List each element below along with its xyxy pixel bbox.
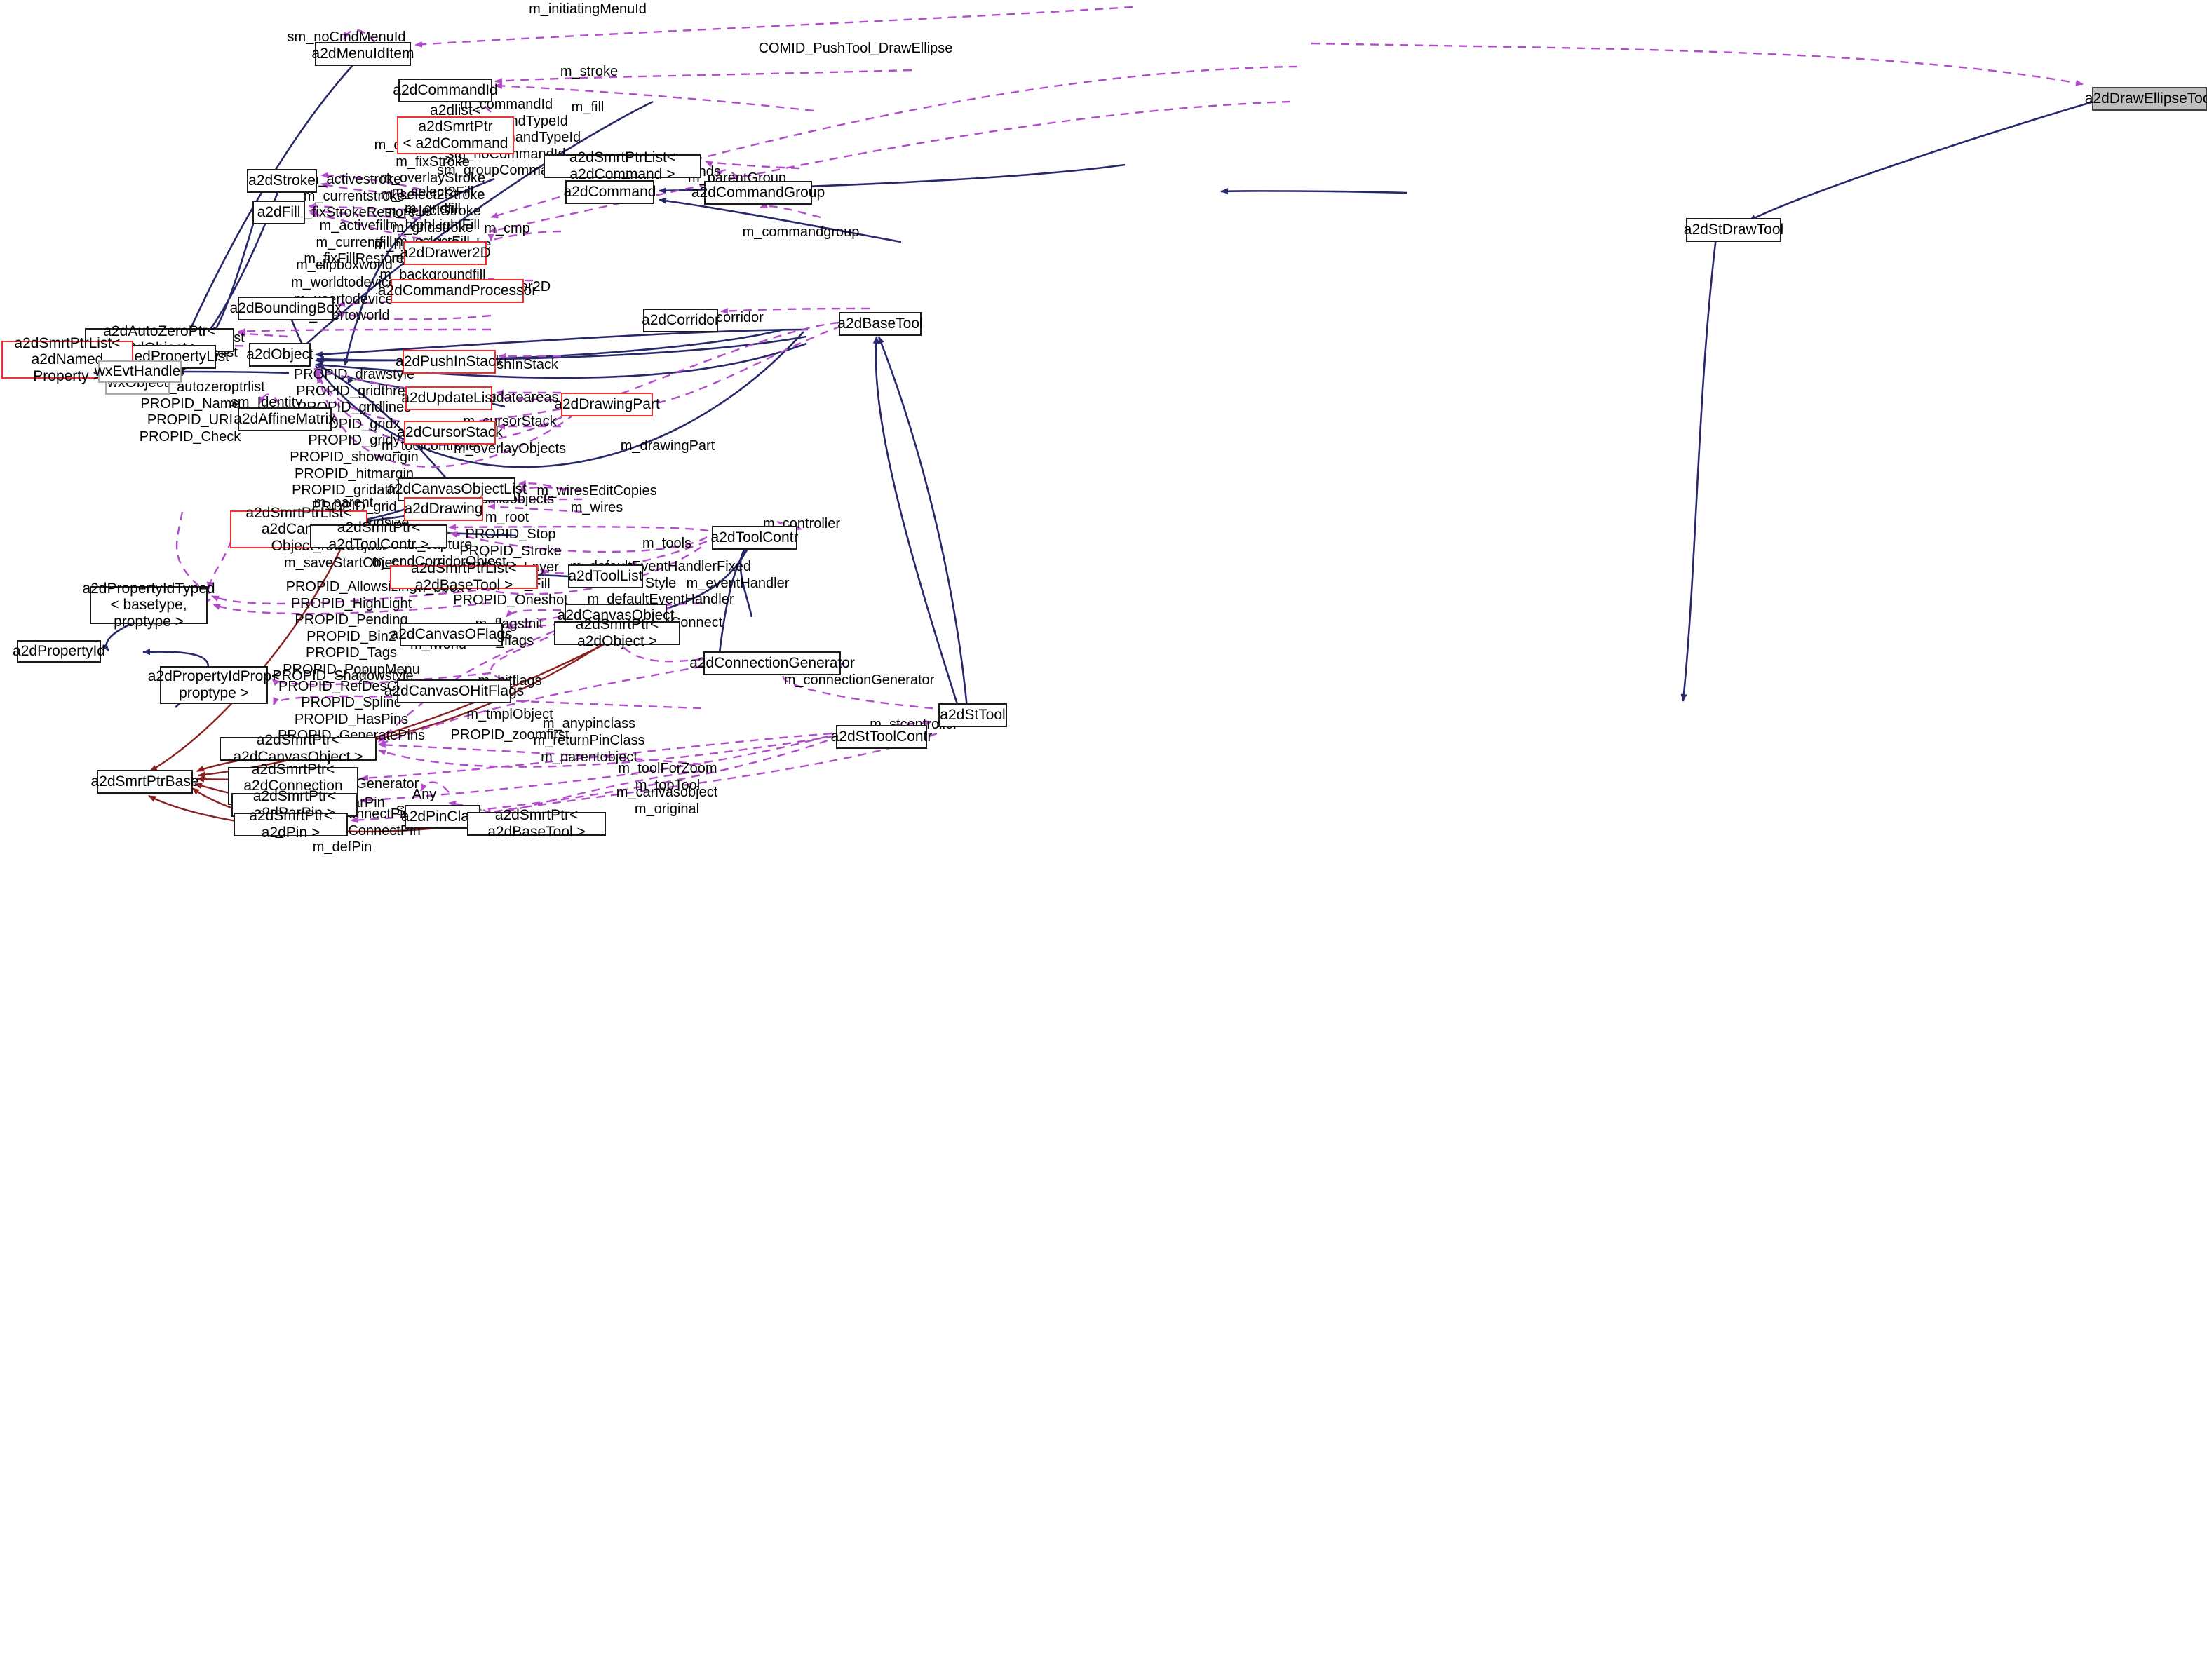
- class-node-a2d-drawing-part[interactable]: a2dDrawingPart: [554, 393, 660, 416]
- class-node-a2d-connection-generator[interactable]: a2dConnectionGenerator: [689, 651, 855, 675]
- edge-label-drawing-part: m_drawingPart: [620, 438, 715, 454]
- class-node-a2d-cursor-stack[interactable]: a2dCursorStack: [397, 421, 503, 445]
- class-node-a2d-smrt-ptr-base-tool[interactable]: a2dSmrtPtr< a2dBaseTool >: [467, 807, 606, 840]
- class-node-a2d-tool-contr[interactable]: a2dToolContr: [711, 526, 798, 550]
- class-node-a2d-menu-id-item[interactable]: a2dMenuIdItem: [312, 42, 414, 66]
- edge-label-wires-edit-copies: m_wiresEditCopies m_wires: [536, 483, 657, 515]
- class-node-a2d-smrt-ptr-list-command[interactable]: a2dSmrtPtrList< a2dCommand >: [544, 149, 701, 182]
- class-node-a2d-fill[interactable]: a2dFill: [252, 201, 305, 224]
- class-node-a2d-st-draw-tool[interactable]: a2dStDrawTool: [1684, 218, 1783, 242]
- class-node-a2d-property-id-prop[interactable]: a2dPropertyIdProp< proptype >: [148, 666, 280, 704]
- class-node-a2d-stroke[interactable]: a2dStroke: [247, 169, 317, 193]
- class-node-a2d-smrt-ptr-base[interactable]: a2dSmrtPtrBase: [90, 770, 199, 794]
- edge-label-fill: m_fill: [571, 100, 605, 115]
- class-node-a2d-push-in-stack[interactable]: a2dPushInStack: [396, 350, 503, 374]
- edge-label-commandgroup: m_commandgroup: [742, 224, 860, 240]
- class-node-a2d-smrt-ptr-canvas-object[interactable]: a2dSmrtPtr< a2dCanvasObject >: [220, 732, 377, 765]
- class-node-a2d-property-id[interactable]: a2dPropertyId: [13, 640, 105, 663]
- edge-label-root: m_root: [485, 510, 529, 525]
- class-node-a2d-command-processor[interactable]: a2dCommandProcessor: [378, 279, 536, 303]
- class-node-a2d-smrt-ptr-tool-contr[interactable]: a2dSmrtPtr< a2dToolContr >: [310, 520, 447, 553]
- class-node-a2d-property-id-typed[interactable]: a2dPropertyIdTyped < basetype, proptype …: [82, 580, 215, 630]
- class-node-a2d-draw-ellipse-tool[interactable]: a2dDrawEllipseTool: [2085, 87, 2207, 111]
- class-node-a2d-drawing[interactable]: a2dDrawing: [404, 497, 483, 521]
- class-node-a2d-canvas-oflags[interactable]: a2dCanvasOFlags: [391, 623, 512, 646]
- edge-label-zoomfirst: PROPID_zoomfirst: [450, 727, 569, 743]
- edge-label-clipboxworld: m_clipboxworld: [296, 257, 393, 273]
- class-node-a2d-drawer2-d[interactable]: a2dDrawer2D: [400, 241, 491, 265]
- edge-label-tools: m_tools: [642, 536, 692, 551]
- class-node-a2d-smrt-ptr-object[interactable]: a2dSmrtPtr< a2dObject >: [554, 616, 680, 649]
- class-node-a2d-update-list[interactable]: a2dUpdateList: [401, 386, 497, 410]
- class-node-a2d-smrt-ptr-list-named-property[interactable]: a2dSmrtPtrList< a2dNamed Property >: [1, 335, 133, 384]
- class-node-a2d-smrt-ptr-pin[interactable]: a2dSmrtPtr< a2dPin >: [234, 808, 348, 841]
- class-node-a2d-object[interactable]: a2dObject: [246, 343, 313, 367]
- class-node-a2d-corridor[interactable]: a2dCorridor: [642, 309, 720, 332]
- class-node-a2dlist-smrt-ptr-command[interactable]: a2dlist< a2dSmrtPtr < a2dCommand > >: [397, 102, 514, 168]
- class-node-a2d-smrt-ptr-list-base-tool[interactable]: a2dSmrtPtrList< a2dBaseTool >: [390, 560, 538, 593]
- edge-label-event-handler: m_eventHandler: [686, 576, 790, 591]
- class-node-a2d-command-id[interactable]: a2dCommandId: [393, 79, 498, 102]
- edge-label-initiating-menu-id: m_initiatingMenuId: [529, 1, 647, 17]
- class-node-a2d-canvas-ohit-flags[interactable]: a2dCanvasOHitFlags: [384, 679, 524, 703]
- edge-label-cmp: m_cmp: [484, 221, 530, 236]
- class-node-a2d-command[interactable]: a2dCommand: [564, 180, 656, 204]
- class-node-a2d-tool-list[interactable]: a2dToolList: [568, 564, 643, 588]
- edge-label-shadowstyle: PROPID_Shadowstyle: [272, 668, 414, 684]
- class-node-wx-evt-handler[interactable]: wxEvtHandler: [95, 360, 185, 383]
- class-node-a2d-bounding-box[interactable]: a2dBoundingBox: [230, 297, 342, 320]
- class-node-a2d-affine-matrix[interactable]: a2dAffineMatrix: [234, 407, 336, 431]
- edge-label-comid-push-tool: COMID_PushTool_DrawEllipse: [758, 41, 953, 56]
- class-node-a2d-command-group[interactable]: a2dCommandGroup: [691, 181, 825, 205]
- class-node-a2d-base-tool[interactable]: a2dBaseTool: [837, 312, 923, 336]
- class-node-a2d-st-tool[interactable]: a2dStTool: [938, 703, 1007, 727]
- class-node-a2d-st-tool-contr[interactable]: a2dStToolContr: [831, 725, 932, 749]
- edge-label-stroke: m_stroke: [560, 64, 619, 79]
- edge-label-canvasobject: m_canvasobject m_original: [616, 785, 718, 817]
